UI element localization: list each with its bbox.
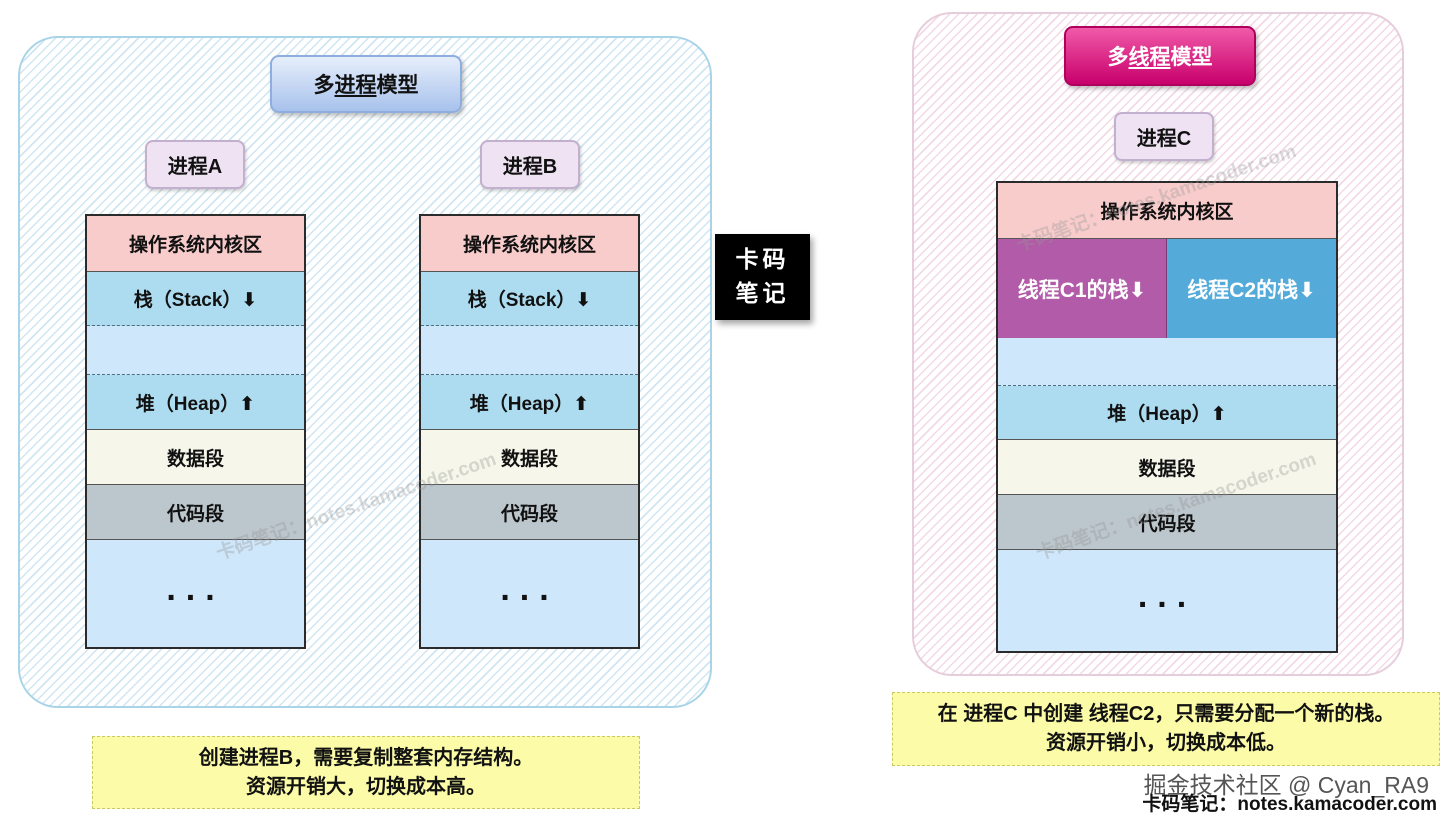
process-a-data-segment: 数据段 (87, 430, 304, 485)
process-b-remaining: ... (421, 540, 638, 647)
multi-process-title: 多进程模型 (270, 55, 462, 113)
kama-notes-logo: 卡码 笔记 (715, 234, 810, 320)
process-a-remaining: ... (87, 540, 304, 647)
multi-thread-title-underlined: 线程 (1128, 46, 1171, 69)
multi-thread-title-prefix: 多 (1107, 46, 1129, 69)
process-c-heap-segment: 堆（Heap）⬆ (998, 386, 1336, 440)
process-c-memory: 操作系统内核区 线程C1的栈⬇ 线程C2的栈⬇ 堆（Heap）⬆ 数据段 代码段… (996, 181, 1338, 653)
process-c-data-segment: 数据段 (998, 440, 1336, 495)
multi-thread-note: 在 进程C 中创建 线程C2，只需要分配一个新的栈。 资源开销小，切换成本低。 (892, 692, 1440, 766)
process-b-memory: 操作系统内核区 栈（Stack）⬇ 堆（Heap）⬆ 数据段 代码段 ... (419, 214, 640, 649)
process-b-heap-segment: 堆（Heap）⬆ (421, 375, 638, 430)
process-a-kernel-segment: 操作系统内核区 (87, 216, 304, 272)
process-a-heap-segment: 堆（Heap）⬆ (87, 375, 304, 430)
juejin-credit: 掘金技术社区 @ Cyan_RA9 (1143, 772, 1429, 798)
process-a-label: 进程A (145, 140, 245, 189)
multi-process-note-line-1: 创建进程B，需要复制整套内存结构。 (198, 746, 534, 769)
thread-c2-stack: 线程C2的栈⬇ (1167, 239, 1336, 338)
process-a-code-segment: 代码段 (87, 485, 304, 540)
multi-process-title-prefix: 多 (313, 74, 335, 97)
multi-thread-note-line-2: 资源开销小，切换成本低。 (1046, 732, 1286, 754)
process-c-remaining: ... (998, 550, 1336, 651)
thread-stacks: 线程C1的栈⬇ 线程C2的栈⬇ (998, 239, 1336, 339)
logo-line-2: 笔记 (735, 280, 790, 307)
process-c-label: 进程C (1114, 112, 1214, 161)
thread-c1-stack: 线程C1的栈⬇ (998, 239, 1167, 338)
process-b-stack-segment: 栈（Stack）⬇ (421, 272, 638, 326)
process-c-code-segment: 代码段 (998, 495, 1336, 550)
multi-process-title-underlined: 进程 (334, 74, 377, 97)
multi-process-title-suffix: 模型 (376, 74, 419, 97)
process-a-free-gap (87, 326, 304, 375)
logo-line-1: 卡码 (735, 246, 790, 273)
multi-thread-title-suffix: 模型 (1170, 46, 1213, 69)
process-b-data-segment: 数据段 (421, 430, 638, 485)
process-c-free-gap (998, 338, 1336, 386)
multi-thread-note-line-1: 在 进程C 中创建 线程C2，只需要分配一个新的栈。 (937, 703, 1395, 725)
multi-thread-title: 多线程模型 (1064, 26, 1256, 86)
process-c-kernel-segment: 操作系统内核区 (998, 183, 1336, 239)
site-credit: 卡码笔记：notes.kamacoder.com (1142, 794, 1437, 815)
process-a-memory: 操作系统内核区 栈（Stack）⬇ 堆（Heap）⬆ 数据段 代码段 ... (85, 214, 306, 649)
multi-process-note: 创建进程B，需要复制整套内存结构。 资源开销大，切换成本高。 (92, 736, 640, 809)
process-b-free-gap (421, 326, 638, 375)
process-b-kernel-segment: 操作系统内核区 (421, 216, 638, 272)
multi-process-note-line-2: 资源开销大，切换成本高。 (246, 775, 486, 798)
process-a-stack-segment: 栈（Stack）⬇ (87, 272, 304, 326)
process-b-code-segment: 代码段 (421, 485, 638, 540)
process-b-label: 进程B (480, 140, 580, 189)
